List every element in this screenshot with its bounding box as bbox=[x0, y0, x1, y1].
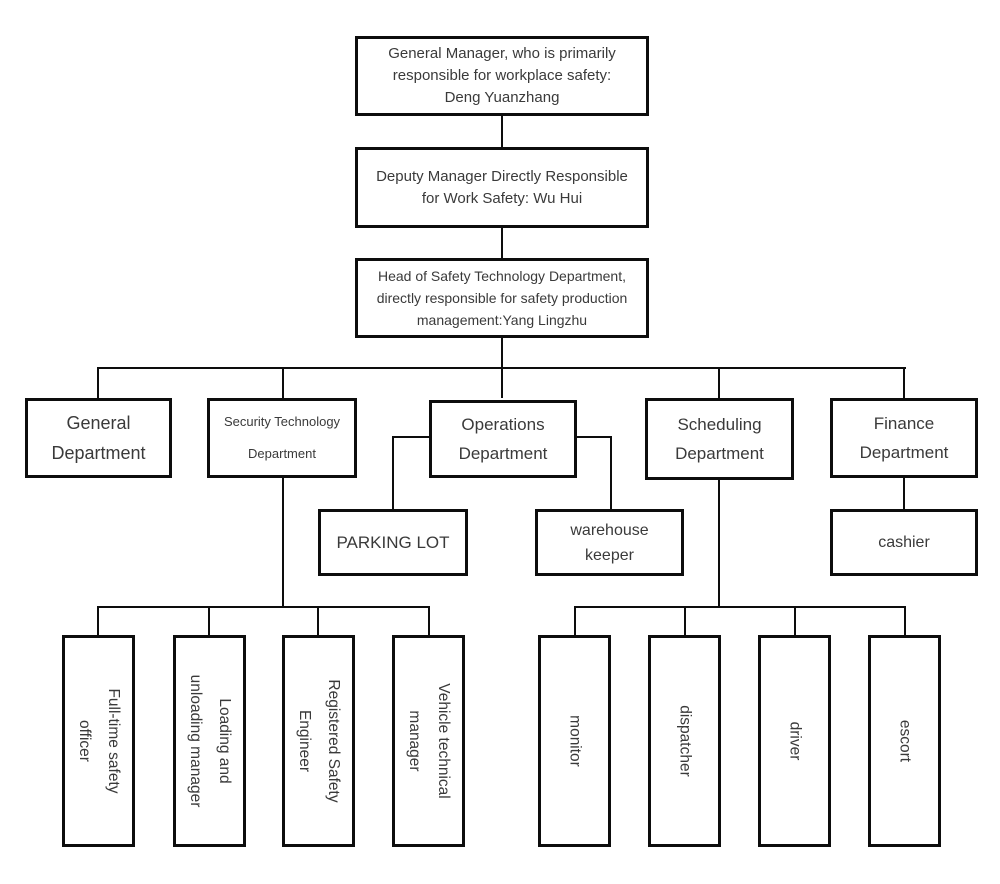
node-operations-department-label: Operations Department bbox=[458, 415, 548, 463]
node-dispatcher-label: dispatcher bbox=[676, 705, 693, 777]
connector-drop-security bbox=[282, 369, 284, 398]
node-operations-department: Operations Department bbox=[429, 400, 577, 478]
node-general-manager: General Manager, who is primarily respon… bbox=[355, 36, 649, 116]
node-deputy-manager: Deputy Manager Directly Responsible for … bbox=[355, 147, 649, 228]
node-cashier-label: cashier bbox=[878, 534, 930, 551]
node-monitor: monitor bbox=[538, 635, 611, 847]
connector-drop-loading-manager bbox=[208, 608, 210, 635]
node-safety-head: Head of Safety Technology Department, di… bbox=[355, 258, 649, 338]
node-loading-unloading-manager: Loading and unloading manager bbox=[173, 635, 246, 847]
node-safety-head-label: Head of Safety Technology Department, di… bbox=[376, 268, 628, 328]
node-escort: escort bbox=[868, 635, 941, 847]
node-dispatcher: dispatcher bbox=[648, 635, 721, 847]
node-driver-label: driver bbox=[786, 721, 803, 761]
connector-spine-2 bbox=[501, 228, 503, 258]
connector-drop-finance bbox=[903, 369, 905, 398]
node-scheduling-department-label: Scheduling Department bbox=[675, 415, 764, 463]
node-finance-department-label: Finance Department bbox=[859, 414, 949, 462]
node-finance-department: Finance Department bbox=[830, 398, 978, 478]
connector-drop-dispatcher bbox=[684, 608, 686, 635]
node-parking-lot-label: PARKING LOT bbox=[336, 533, 450, 552]
node-scheduling-department: Scheduling Department bbox=[645, 398, 794, 480]
node-full-time-safety-officer: Full-time safety officer bbox=[62, 635, 135, 847]
node-driver: driver bbox=[758, 635, 831, 847]
connector-drop-monitor bbox=[574, 608, 576, 635]
connector-drop-vehicle-manager bbox=[428, 608, 430, 635]
node-registered-safety-engineer: Registered Safety Engineer bbox=[282, 635, 355, 847]
connector-security-horizontal bbox=[97, 606, 430, 608]
node-parking-lot: PARKING LOT bbox=[318, 509, 468, 576]
node-monitor-label: monitor bbox=[566, 715, 583, 767]
node-vehicle-technical-manager-label: Vehicle technical manager bbox=[405, 683, 452, 799]
connector-drop-safety-officer bbox=[97, 608, 99, 635]
node-general-manager-label: General Manager, who is primarily respon… bbox=[388, 45, 616, 106]
connector-drop-safety-engineer bbox=[317, 608, 319, 635]
connector-ops-right-v bbox=[610, 436, 612, 509]
node-deputy-manager-label: Deputy Manager Directly Responsible for … bbox=[376, 167, 628, 207]
node-security-technology-department: Security Technology Department bbox=[207, 398, 357, 478]
connector-drop-scheduling bbox=[718, 369, 720, 398]
connector-scheduling-stem bbox=[718, 478, 720, 608]
node-warehouse-keeper: warehouse keeper bbox=[535, 509, 684, 576]
connector-ops-left-v bbox=[392, 436, 394, 509]
connector-ops-left-h bbox=[392, 436, 429, 438]
node-general-department: General Department bbox=[25, 398, 172, 478]
node-vehicle-technical-manager: Vehicle technical manager bbox=[392, 635, 465, 847]
connector-spine-1 bbox=[501, 116, 503, 147]
connector-security-stem bbox=[282, 478, 284, 608]
connector-drop-driver bbox=[794, 608, 796, 635]
node-registered-safety-engineer-label: Registered Safety Engineer bbox=[295, 679, 342, 803]
connector-spine-3 bbox=[501, 338, 503, 368]
connector-drop-general bbox=[97, 369, 99, 398]
connector-drop-operations bbox=[501, 369, 503, 398]
connector-drop-escort bbox=[904, 608, 906, 635]
connector-main-horizontal bbox=[97, 367, 906, 369]
node-warehouse-keeper-label: warehouse keeper bbox=[570, 521, 649, 564]
connector-ops-right-h bbox=[577, 436, 612, 438]
node-full-time-safety-officer-label: Full-time safety officer bbox=[75, 688, 122, 794]
connector-scheduling-horizontal bbox=[574, 606, 906, 608]
node-cashier: cashier bbox=[830, 509, 978, 576]
node-loading-unloading-manager-label: Loading and unloading manager bbox=[186, 674, 233, 808]
node-security-technology-department-label: Security Technology Department bbox=[223, 414, 341, 461]
node-general-department-label: General Department bbox=[51, 413, 146, 463]
node-escort-label: escort bbox=[896, 719, 913, 763]
connector-finance-cashier bbox=[903, 478, 905, 509]
